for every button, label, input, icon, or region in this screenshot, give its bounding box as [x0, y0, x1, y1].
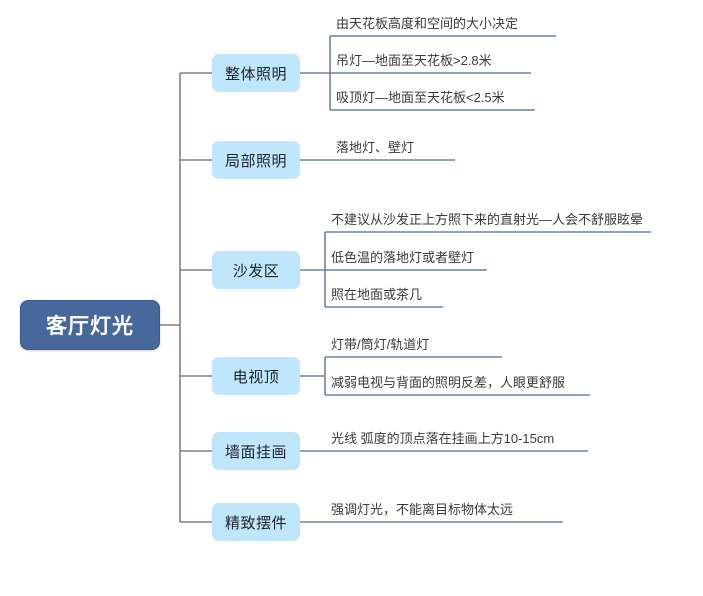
- leaf-node[interactable]: 减弱电视与背面的照明反差，人眼更舒服: [326, 374, 568, 393]
- leaf-node-label: 照在地面或茶几: [331, 287, 423, 302]
- leaf-node[interactable]: 吊灯—地面至天花板>2.8米: [331, 52, 495, 71]
- leaf-node[interactable]: 低色温的落地灯或者壁灯: [326, 249, 477, 268]
- branch-node-label: 电视顶: [232, 368, 280, 386]
- leaf-node-label: 由天花板高度和空间的大小决定: [336, 16, 519, 31]
- branch-node-sofa-area[interactable]: 沙发区: [212, 251, 300, 289]
- branch-node-label: 局部照明: [224, 152, 287, 170]
- branch-node-wall-painting[interactable]: 墙面挂画: [212, 432, 300, 470]
- leaf-node[interactable]: 照在地面或茶几: [326, 286, 425, 305]
- leaf-node[interactable]: 光线 弧度的顶点落在挂画上方10-15cm: [326, 430, 557, 449]
- branch-node-label: 整体照明: [224, 65, 287, 83]
- leaf-node-label: 落地灯、壁灯: [336, 140, 415, 155]
- leaf-node-label: 吊灯—地面至天花板>2.8米: [336, 53, 492, 68]
- leaf-node-label: 光线 弧度的顶点落在挂画上方10-15cm: [331, 431, 555, 446]
- leaf-node-label: 吸顶灯—地面至天花板<2.5米: [336, 90, 505, 105]
- leaf-node[interactable]: 落地灯、壁灯: [331, 139, 417, 158]
- leaf-node[interactable]: 由天花板高度和空间的大小决定: [331, 15, 521, 34]
- branch-node-decor-items[interactable]: 精致摆件: [212, 503, 300, 541]
- leaf-node[interactable]: 灯带/筒灯/轨道灯: [326, 336, 432, 355]
- leaf-node-label: 减弱电视与背面的照明反差，人眼更舒服: [331, 375, 566, 390]
- branch-node-label: 墙面挂画: [224, 443, 287, 461]
- branch-node-label: 精致摆件: [224, 514, 287, 532]
- root-to-branch-connectors: [160, 72, 212, 523]
- branch-to-leaf-connectors: [300, 35, 651, 523]
- leaf-node[interactable]: 不建议从沙发正上方照下来的直射光—人会不舒服眩晕: [326, 211, 646, 230]
- branch-node-label: 沙发区: [232, 262, 280, 280]
- branch-node-local-lighting[interactable]: 局部照明: [212, 141, 300, 179]
- leaf-node-label: 强调灯光，不能离目标物体太远: [331, 502, 514, 517]
- leaf-node-label: 灯带/筒灯/轨道灯: [331, 337, 430, 352]
- branch-node-overall-lighting[interactable]: 整体照明: [212, 54, 300, 92]
- leaf-node[interactable]: 吸顶灯—地面至天花板<2.5米: [331, 89, 508, 108]
- leaf-node-label: 不建议从沙发正上方照下来的直射光—人会不舒服眩晕: [331, 212, 644, 227]
- leaf-node[interactable]: 强调灯光，不能离目标物体太远: [326, 501, 516, 520]
- root-node[interactable]: 客厅灯光: [20, 300, 160, 350]
- root-node-label: 客厅灯光: [46, 315, 134, 338]
- branch-node-tv-top[interactable]: 电视顶: [212, 357, 300, 395]
- leaf-node-label: 低色温的落地灯或者壁灯: [331, 250, 475, 265]
